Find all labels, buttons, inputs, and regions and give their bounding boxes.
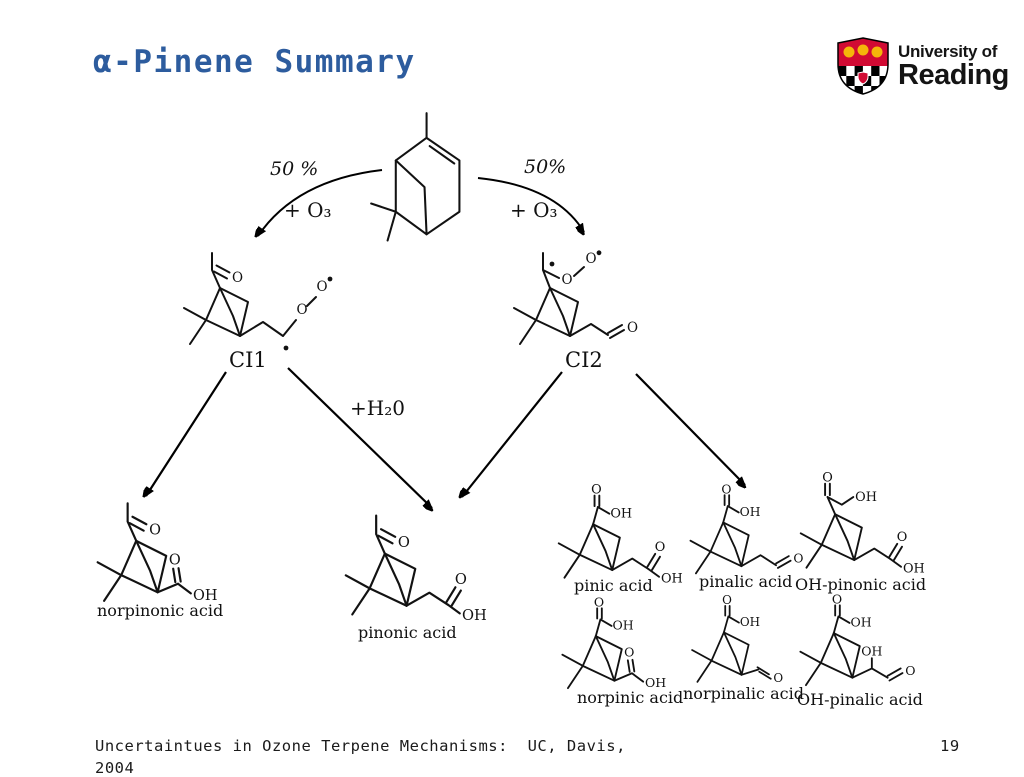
page-number: 19	[940, 737, 960, 755]
norpinalic-acid-label: norpinalic acid	[683, 684, 804, 703]
arrow-ci2-to-pinonic	[462, 371, 563, 497]
norpinic-acid-label: norpinic acid	[577, 688, 684, 707]
right-branch-percent: 50%	[524, 156, 567, 178]
arrow-ozonolysis-left	[258, 169, 383, 236]
left-branch-reagent: + O₃	[284, 198, 332, 222]
university-logo-line1: University of	[898, 42, 998, 61]
alpha-pinene-structure	[370, 112, 461, 242]
footer-citation-line1: Uncertaintues in Ozone Terpene Mechanism…	[95, 737, 626, 755]
arrow-ci1-to-pinonic	[287, 367, 432, 508]
oh-pinalic-acid-label: OH-pinalic acid	[797, 690, 923, 709]
oh-pinonic-acid-structure	[799, 469, 926, 578]
ci2-structure	[513, 249, 640, 345]
water-label: +H₂0	[350, 396, 405, 420]
norpinonic-acid-label: norpinonic acid	[97, 601, 224, 620]
ci1-structure	[183, 252, 334, 352]
pinalic-acid-label: pinalic acid	[699, 572, 793, 591]
oh-pinalic-acid-structure	[799, 590, 917, 687]
university-logo-text: University of Reading	[898, 43, 1009, 90]
arrow-ozonolysis-right	[477, 177, 584, 232]
pinonic-acid-structure	[344, 514, 488, 625]
university-shield-icon	[837, 37, 889, 95]
ci1-label: CI1	[229, 348, 267, 372]
university-logo: University of Reading	[836, 36, 1009, 96]
oh-pinonic-acid-label: OH-pinonic acid	[795, 575, 927, 594]
right-branch-reagent: + O₃	[510, 198, 558, 222]
pinonic-acid-label: pinonic acid	[358, 623, 457, 642]
arrow-ci2-to-products	[635, 373, 745, 485]
norpinonic-acid-structure	[96, 502, 219, 605]
norpinalic-acid-structure	[691, 592, 785, 686]
university-logo-line2: Reading	[898, 59, 1009, 91]
left-branch-percent: 50 %	[270, 158, 319, 180]
pinic-acid-label: pinic acid	[574, 576, 653, 595]
ci2-label: CI2	[565, 348, 603, 372]
footer-citation-line2: 2004	[95, 759, 135, 777]
arrow-ci1-to-norpinonic	[146, 371, 227, 496]
page-title: α-Pinene Summary	[93, 44, 416, 80]
